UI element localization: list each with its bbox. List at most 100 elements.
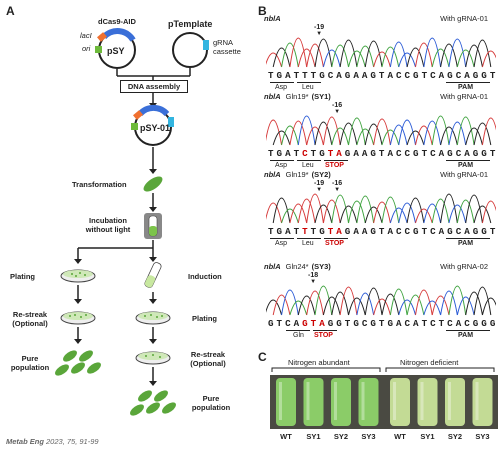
codon-bar xyxy=(324,238,348,239)
panel-a-letter: A xyxy=(6,4,15,18)
trace-peak xyxy=(297,295,316,316)
base-letter: C xyxy=(361,318,368,329)
base-letter: T xyxy=(268,148,274,159)
base-letter: A xyxy=(438,148,445,159)
pam-label: PAM xyxy=(458,162,474,169)
trace-peak xyxy=(297,198,316,224)
base-letter: G xyxy=(344,226,351,237)
nitrogen-deficient-label: Nitrogen deficient xyxy=(400,358,459,367)
trace-peak xyxy=(423,37,442,68)
trace-peak xyxy=(266,119,283,146)
base-letter: G xyxy=(370,70,377,81)
induction-tube xyxy=(144,262,162,288)
panel-b-letter: B xyxy=(258,4,267,18)
trace-peak xyxy=(465,44,483,68)
trace-peak xyxy=(431,198,450,224)
base-letter: T xyxy=(293,226,300,237)
trace-peak xyxy=(448,204,467,224)
trace-peak xyxy=(414,125,433,146)
gene-name: nblA xyxy=(264,14,281,23)
base-letter: C xyxy=(404,148,411,159)
pure-population-right xyxy=(130,390,176,416)
chromatogram-trace xyxy=(266,193,496,224)
base-letter: A xyxy=(455,318,462,329)
base-letter: T xyxy=(293,70,300,81)
base-letter: T xyxy=(302,226,309,237)
base-letter: G xyxy=(472,318,479,329)
base-letter: A xyxy=(319,318,326,329)
codon-bar xyxy=(270,160,294,161)
trace-peak xyxy=(364,206,383,224)
base-letter: G xyxy=(370,148,377,159)
base-letter: A xyxy=(293,318,300,329)
trace-peak xyxy=(272,47,291,68)
trace-peak xyxy=(389,41,408,68)
base-letter: G xyxy=(413,226,419,237)
plasmid-psy xyxy=(95,28,136,69)
position-marker: -16▼ xyxy=(332,180,343,193)
trace-peak xyxy=(322,49,341,68)
base-letter: T xyxy=(327,226,334,237)
base-letter: T xyxy=(268,226,274,237)
amino-acid-label: Leu xyxy=(302,162,314,169)
mutation-label: Gln24* xyxy=(285,262,309,271)
base-letter: C xyxy=(395,148,402,159)
base-letter: G xyxy=(413,70,419,81)
base-letter: C xyxy=(404,318,411,329)
base-letter: A xyxy=(361,70,368,81)
trace-peak xyxy=(381,293,400,316)
amino-acid-label: Asp xyxy=(275,240,288,247)
base-letter: G xyxy=(370,226,377,237)
base-letter: C xyxy=(455,148,462,159)
trace-peak xyxy=(440,43,458,68)
codon-bar xyxy=(446,330,490,331)
dna-assembly-box: DNA assembly xyxy=(120,80,188,93)
base-letter: G xyxy=(413,148,419,159)
grna-label: With gRNA-01 xyxy=(440,170,488,179)
base-letter: G xyxy=(481,226,488,237)
trace-peak xyxy=(314,38,333,68)
trace-peak xyxy=(456,49,475,68)
base-letter: G xyxy=(447,226,454,237)
stop-codon-label: STOP xyxy=(314,332,333,339)
culture-tube xyxy=(358,378,379,426)
trace-peak xyxy=(440,126,458,146)
base-letter: A xyxy=(438,70,445,81)
tube-highlight xyxy=(334,382,337,420)
base-letter: C xyxy=(430,70,437,81)
trace-peak xyxy=(456,199,475,224)
trace-peak xyxy=(364,123,383,146)
trace-peak xyxy=(297,48,316,68)
base-letter: G xyxy=(447,148,454,159)
trace-peak xyxy=(364,287,383,316)
base-letter: C xyxy=(395,70,402,81)
base-letter: A xyxy=(353,148,360,159)
trace-peak xyxy=(373,201,391,224)
trace-peak xyxy=(356,45,375,68)
trace-peak xyxy=(281,208,299,224)
pure-population-left xyxy=(55,350,101,376)
chromatogram-trace xyxy=(266,115,496,146)
culture-tube xyxy=(472,378,493,426)
induction-label: Induction xyxy=(188,272,222,281)
tube-highlight xyxy=(306,382,310,420)
incubation-label: Incubation without light xyxy=(85,216,131,234)
trace-peak xyxy=(272,294,291,316)
base-letter: G xyxy=(472,148,479,159)
trace-peak xyxy=(339,286,358,316)
base-letter: G xyxy=(319,70,326,81)
trace-peak xyxy=(272,197,291,224)
trace-peak xyxy=(473,205,492,224)
trace-peak xyxy=(322,116,341,146)
culture-tube xyxy=(417,378,438,426)
trace-peak xyxy=(297,115,316,146)
trace-peak xyxy=(406,47,425,68)
gene-name: nblA xyxy=(264,170,281,179)
trace-peak xyxy=(331,127,350,146)
trace-peak xyxy=(373,51,391,68)
trace-peak xyxy=(314,285,333,316)
